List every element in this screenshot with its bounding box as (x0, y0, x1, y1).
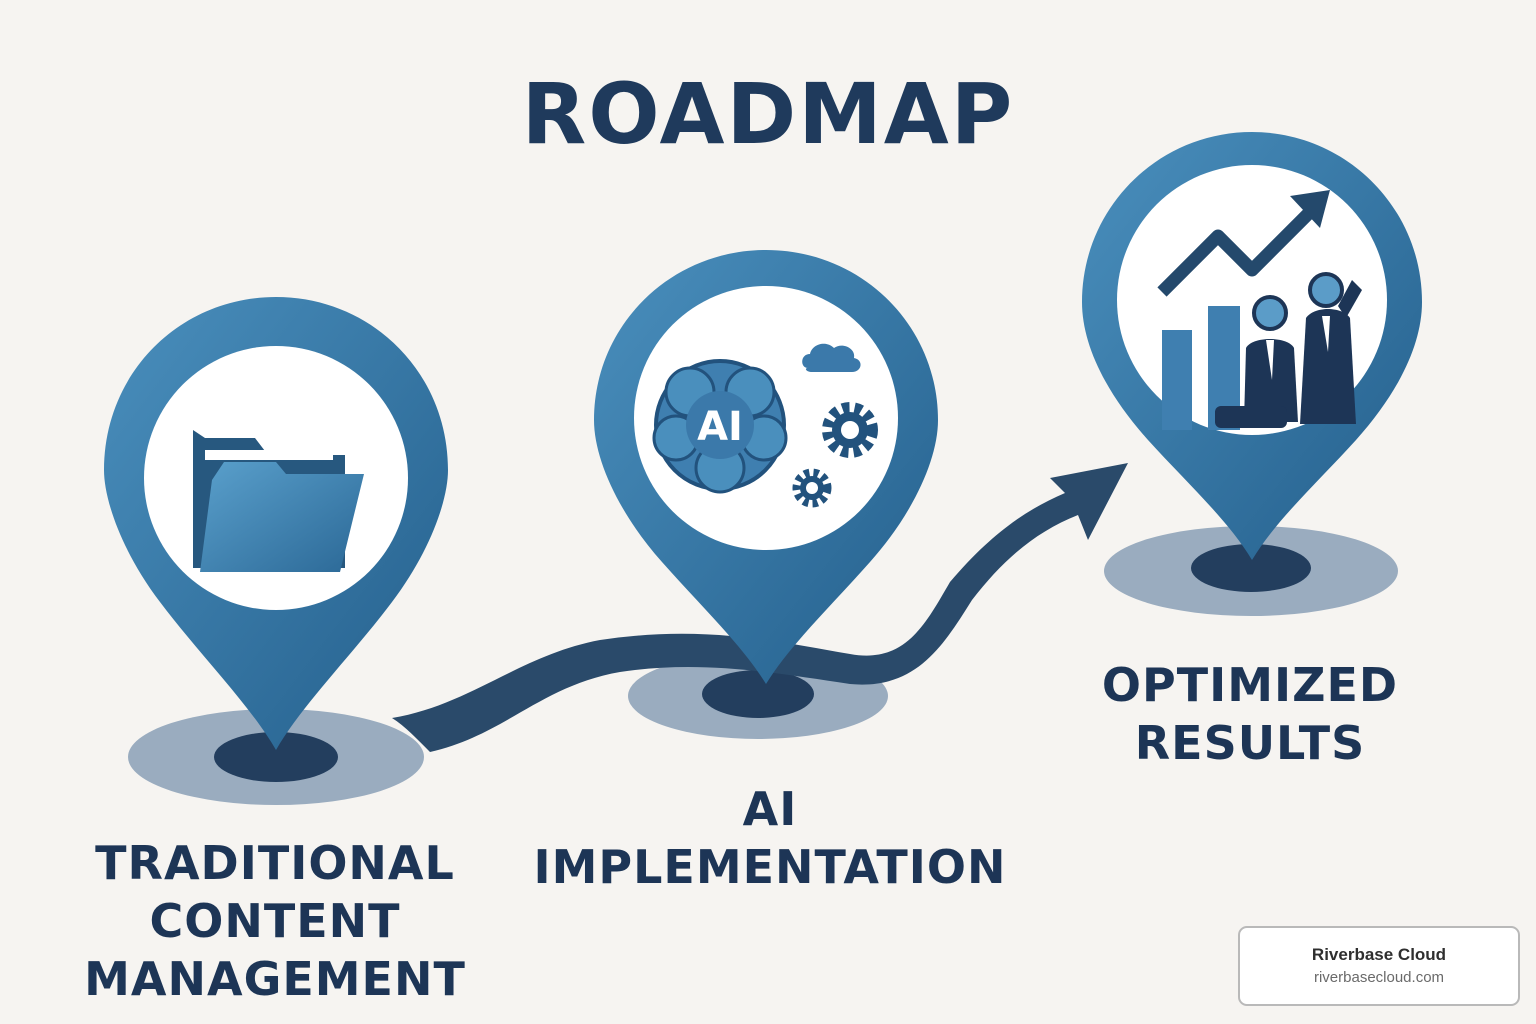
page-title: ROADMAP (521, 65, 1015, 163)
pin-3-shadow-core (1191, 544, 1311, 592)
pin-1-shadow-core (214, 732, 338, 782)
cloud-icon (802, 343, 861, 372)
ai-brain-text: AI (697, 404, 743, 450)
pin-optimized-results (1082, 132, 1422, 560)
folder-icon (193, 430, 364, 572)
ai-brain-icon: AI (652, 359, 788, 494)
roadmap-path (392, 463, 1128, 752)
brand-name: Riverbase Cloud (1311, 945, 1447, 964)
pin-traditional-content (104, 297, 448, 750)
growth-chart-people-icon (1157, 190, 1362, 430)
milestone-label-line: CONTENT (149, 894, 401, 948)
milestone-label-line: IMPLEMENTATION (533, 840, 1007, 894)
pin-2-shadow-core (702, 670, 814, 718)
milestone-label-line: TRADITIONAL (95, 836, 455, 890)
milestone-label-line: RESULTS (1134, 716, 1366, 770)
brand-card: Riverbase Cloud riverbasecloud.com (1238, 926, 1520, 1006)
milestone-label-line: MANAGEMENT (84, 952, 466, 1006)
milestone-label-line: AI (742, 782, 798, 836)
milestone-label-line: OPTIMIZED (1101, 658, 1399, 712)
milestone-label-ai-implementation: AI IMPLEMENTATION (520, 780, 1020, 896)
gear-icon-small (792, 468, 832, 508)
brand-url: riverbasecloud.com (1313, 969, 1445, 986)
pin-ai-implementation: AI (594, 250, 938, 684)
gear-icon-large (822, 402, 878, 458)
milestone-label-traditional-content: TRADITIONAL CONTENT MANAGEMENT (60, 834, 490, 1008)
milestone-label-optimized-results: OPTIMIZED RESULTS (1050, 656, 1450, 772)
